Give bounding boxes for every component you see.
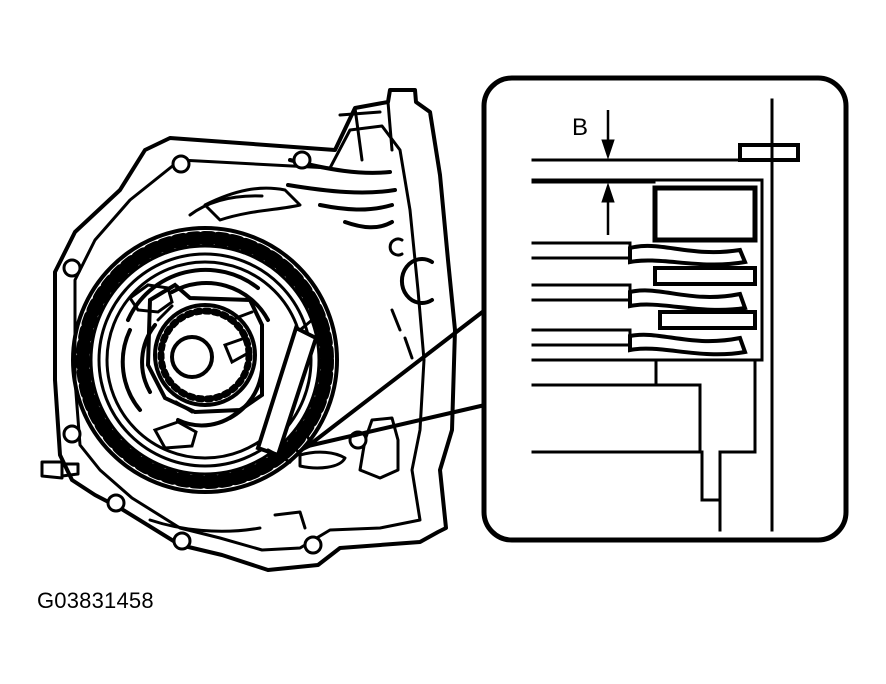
housing-step — [531, 178, 764, 502]
bolt-hole — [106, 493, 126, 513]
case-lower-lines — [148, 510, 307, 533]
snap-ring-arc — [126, 267, 260, 322]
hub-plate — [145, 282, 264, 415]
bolt-hole — [171, 154, 191, 174]
clutch-outer-ring — [71, 226, 339, 494]
dimension-b-indicator — [601, 110, 615, 235]
snap-ring-arc — [170, 281, 270, 322]
case-rib-3 — [318, 203, 394, 212]
snap-ring — [738, 143, 800, 162]
bolt-hole — [62, 424, 82, 444]
case-c-mark — [388, 237, 404, 257]
screwdriver-shaft — [298, 318, 324, 340]
figure-id: G03831458 — [37, 588, 154, 613]
friction-disc — [628, 288, 748, 312]
hub-detail — [156, 304, 254, 414]
detail-inset: B — [481, 75, 849, 543]
clutch-assembly — [71, 226, 339, 494]
hub-spline — [157, 307, 253, 403]
bolt-hole — [303, 535, 323, 555]
snap-ring-arc — [120, 328, 142, 412]
hub-bracket-lower — [152, 420, 198, 450]
clutch-tooth-ring — [76, 231, 334, 489]
hub-key — [223, 336, 252, 365]
hub-plate-segment — [653, 266, 757, 286]
case-lower-bracket — [358, 416, 400, 480]
clutch-ring-2 — [97, 252, 313, 468]
case-outline — [53, 88, 457, 572]
dimension-b-label: B — [572, 114, 588, 141]
callout-pointer — [306, 308, 487, 448]
case-left-stud — [40, 460, 80, 480]
case-rib-6 — [188, 194, 264, 217]
flange-bolt-holes — [62, 150, 368, 555]
case-port-rim — [390, 308, 414, 360]
screwdriver-tip — [266, 448, 298, 464]
case-rib-4 — [343, 220, 394, 230]
inset-frame — [481, 75, 849, 543]
housing-lower — [531, 450, 722, 532]
hub-plate-segment — [658, 310, 757, 330]
hub-bracket-upper — [127, 283, 174, 314]
bolt-hole — [172, 531, 192, 551]
case-upper-boss — [338, 100, 394, 162]
friction-disc — [628, 243, 748, 267]
bolt-hole — [62, 258, 82, 278]
friction-disc — [628, 332, 748, 357]
case-port — [399, 257, 434, 305]
housing-base — [531, 358, 757, 454]
case-lower-slot — [298, 450, 347, 470]
clutch-inner-tooth-edge — [89, 244, 321, 476]
hub-bore — [170, 335, 214, 379]
case-rib-2 — [286, 183, 397, 195]
bolt-hole — [292, 150, 312, 170]
hub-outer — [153, 303, 257, 407]
case-rib-5 — [203, 186, 302, 222]
pressure-plate — [652, 185, 758, 243]
